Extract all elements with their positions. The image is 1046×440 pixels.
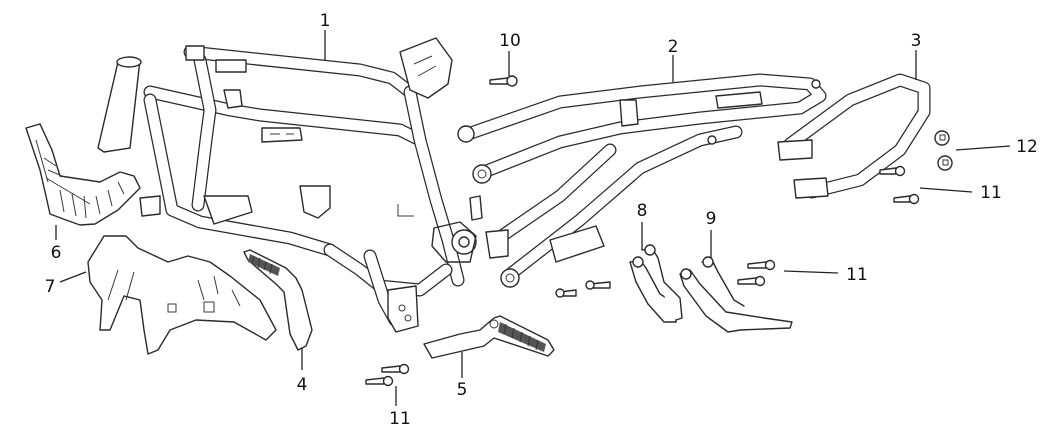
callout-3: 3 [911,31,922,51]
part-3-grab-rail[interactable] [777,73,931,199]
screws-11-footpeg[interactable] [365,363,410,387]
callout-5: 5 [457,380,468,400]
callout-10: 10 [499,31,521,51]
part-9-rear-footpeg-bracket[interactable] [679,256,793,333]
callout-2: 2 [668,37,679,57]
part-10-bolt[interactable] [489,75,518,87]
callout-9: 9 [706,209,717,229]
callout-11-footpeg: 11 [389,409,411,429]
part-7-inner-cover[interactable] [87,235,277,355]
part-12-rubber-plugs[interactable] [934,130,953,171]
screws-11-grab-rail[interactable] [879,165,920,205]
part-1-main-frame[interactable] [97,37,483,333]
part-8-rear-footpeg-bracket[interactable] [629,244,683,323]
screws-11-rear-bracket[interactable] [737,259,776,287]
part-4-footpeg-bracket-left[interactable] [243,249,313,351]
callout-11-rear-bracket: 11 [846,265,868,285]
callout-7: 7 [45,277,56,297]
part-2-rear-subframe[interactable] [457,73,827,288]
bolts-mounting[interactable] [555,280,611,298]
callout-8: 8 [637,201,648,221]
callout-11-grab-rail: 11 [980,183,1002,203]
part-5-footpeg-bracket-right[interactable] [423,315,555,359]
leader-lines [55,30,1011,406]
part-6-front-guard[interactable] [25,123,141,226]
callout-4: 4 [297,375,308,395]
callout-labels: 1 2 3 4 5 6 7 8 9 10 11 11 11 12 [45,11,1038,429]
callout-12: 12 [1016,137,1038,157]
callout-1: 1 [320,11,331,31]
callout-6: 6 [51,243,62,263]
